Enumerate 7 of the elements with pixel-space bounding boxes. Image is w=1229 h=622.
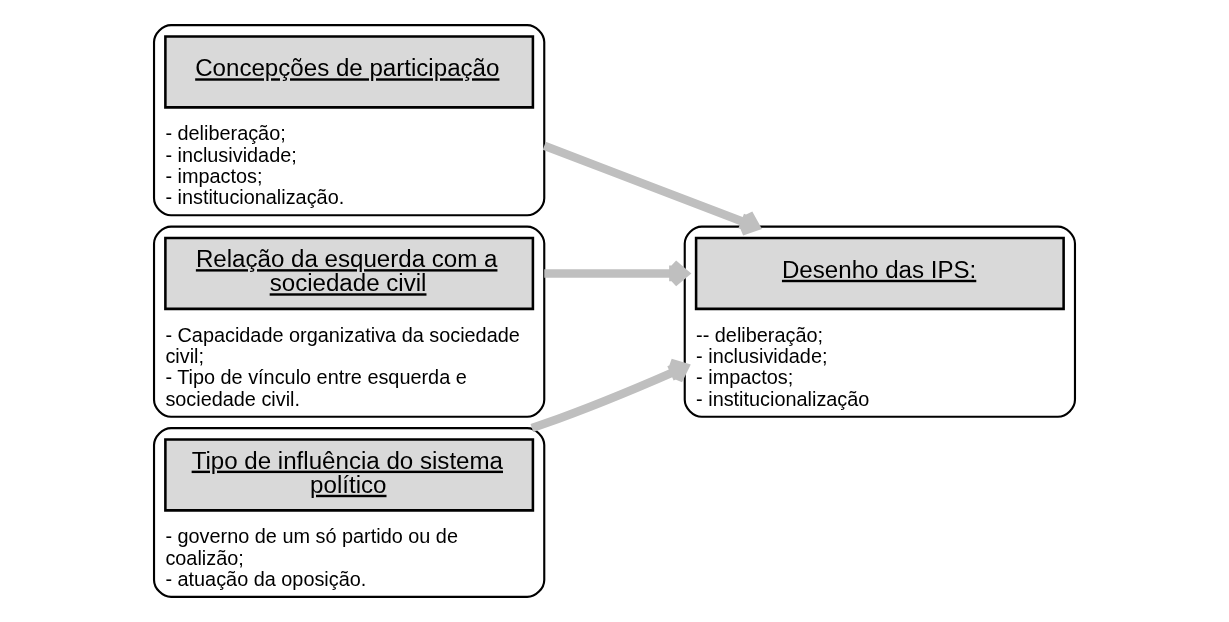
node-box: Concepções de participação <box>164 35 535 109</box>
arrow <box>530 358 689 433</box>
node-box: Tipo de influência do sistema político <box>164 438 535 512</box>
node-box: Desenho das IPS: <box>694 236 1065 311</box>
node-box: Relação da esquerda com a sociedade civil <box>164 236 535 311</box>
arrow <box>544 259 689 288</box>
arrow <box>542 141 760 236</box>
